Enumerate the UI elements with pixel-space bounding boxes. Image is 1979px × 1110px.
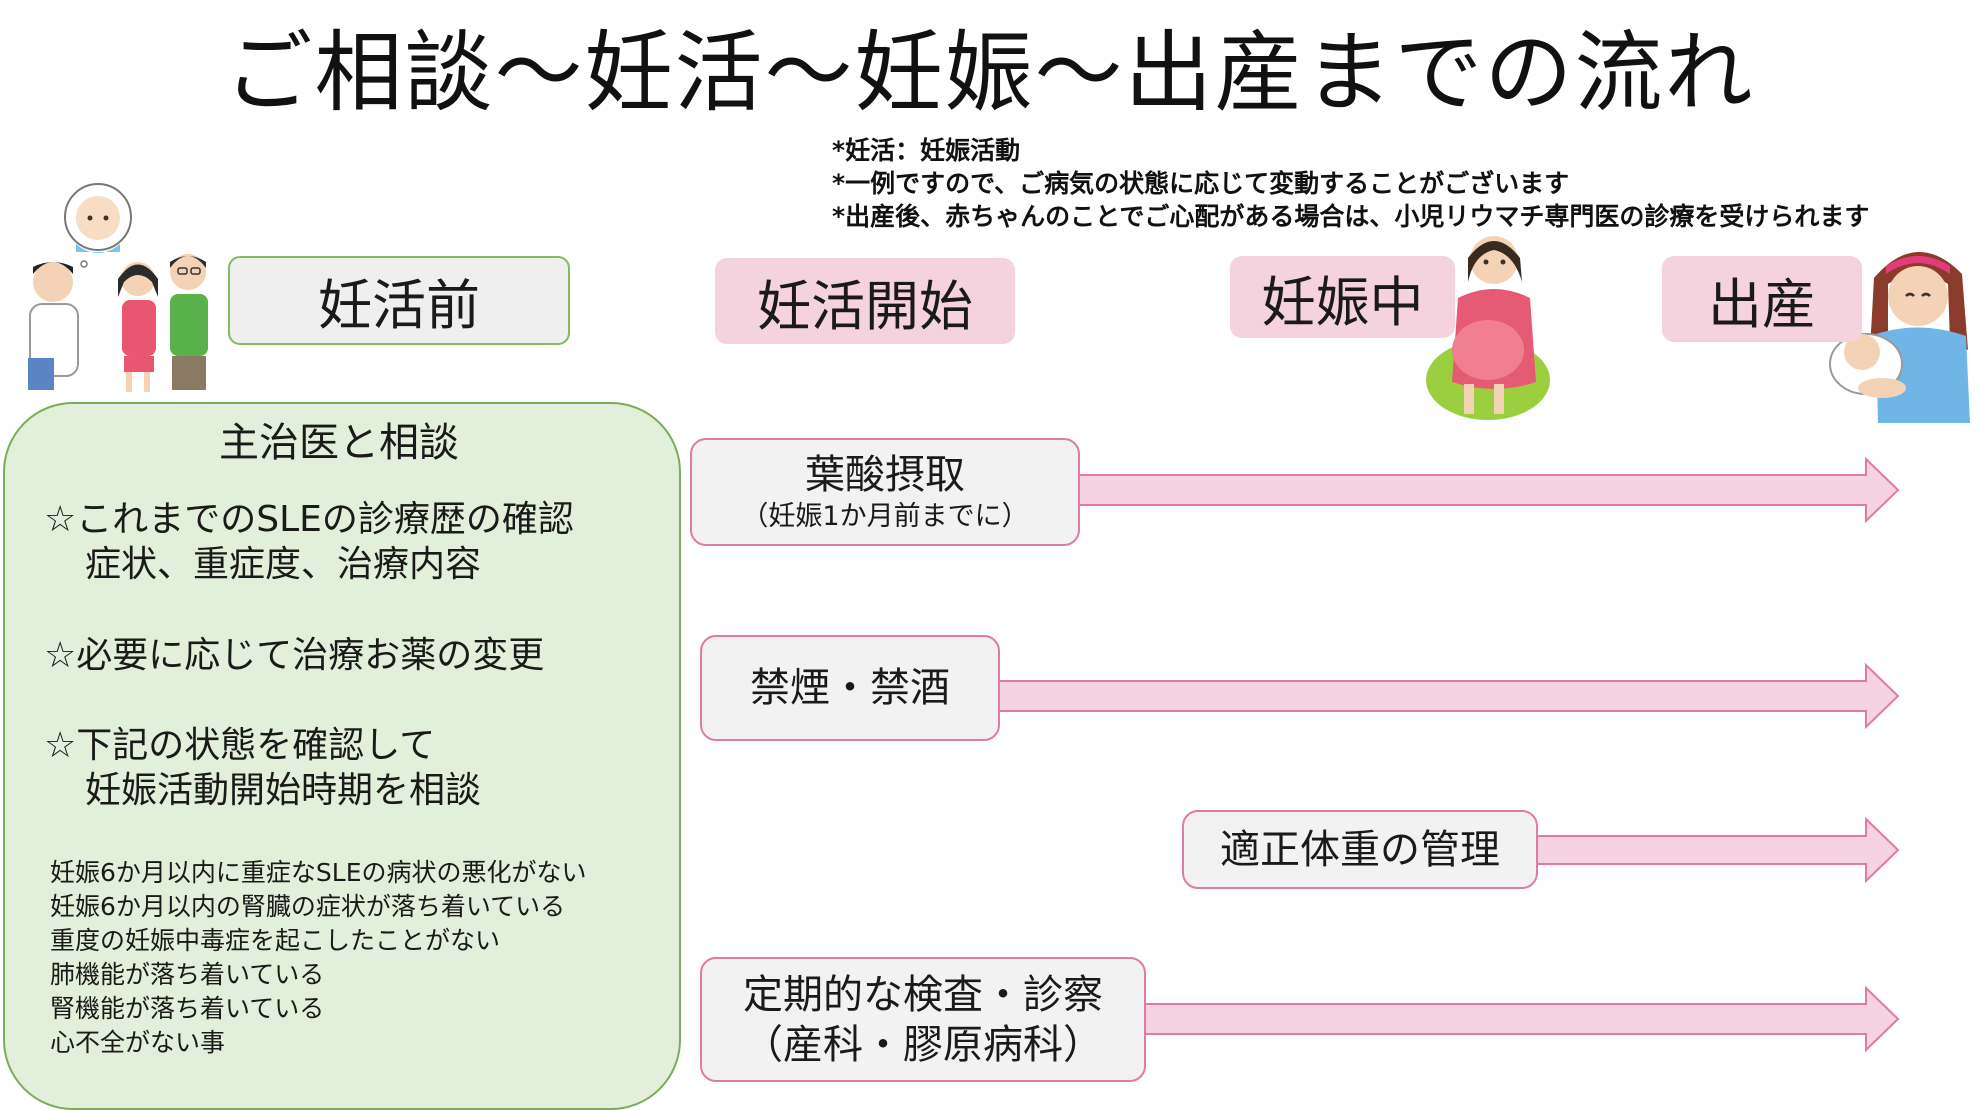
condition-item: 妊娠6か月以内に重症なSLEの病状の悪化がない: [50, 858, 587, 887]
condition-item: 心不全がない事: [50, 1028, 226, 1057]
consultation-panel: [3, 402, 681, 1110]
note-line: *出産後、赤ちゃんのことでご心配がある場合は、小児リウマチ専門医の診療を受けられ…: [832, 202, 1870, 231]
conditions-list: 妊娠6か月以内に重症なSLEの病状の悪化がない 妊娠6か月以内の腎臓の症状が落ち…: [50, 856, 587, 1060]
panel-heading: 主治医と相談: [219, 420, 459, 466]
phase-before-label: 妊活前: [228, 256, 570, 345]
phase-birth-label: 出産: [1662, 256, 1862, 342]
step-folic-acid-label: 葉酸摂取: [805, 452, 965, 498]
step-weight-management: 適正体重の管理: [1182, 810, 1538, 889]
regular-checkup-arrow: [1141, 985, 1900, 1053]
step-folic-acid: 葉酸摂取 （妊娠1か月前までに）: [690, 438, 1080, 546]
folic-acid-arrow: [1069, 456, 1900, 524]
step-no-smoking-drinking-label: 禁煙・禁酒: [750, 665, 950, 711]
consultation-family-icon: [28, 183, 208, 392]
step-regular-checkup-note: （産科・膠原病科）: [743, 1021, 1103, 1068]
condition-item: 重度の妊娠中毒症を起こしたことがない: [50, 926, 501, 955]
note-line: *妊活：妊娠活動: [832, 136, 1021, 165]
panel-item: ☆これまでのSLEの診療歴の確認: [44, 499, 574, 540]
nurse-with-baby-icon: [1829, 251, 1970, 423]
no-smoking-drinking-arrow: [994, 662, 1900, 730]
weight-management-arrow: [1534, 816, 1900, 884]
step-regular-checkup-label: 定期的な検査・診察: [743, 971, 1103, 1018]
panel-item-detail: 妊娠活動開始時期を相談: [85, 770, 482, 811]
panel-item: ☆下記の状態を確認して: [44, 725, 436, 766]
step-regular-checkup: 定期的な検査・診察 （産科・膠原病科）: [700, 957, 1146, 1082]
step-weight-management-label: 適正体重の管理: [1220, 826, 1500, 873]
phase-start-label: 妊活開始: [715, 258, 1015, 344]
pregnant-woman-icon: [1426, 236, 1550, 420]
note-line: *一例ですので、ご病気の状態に応じて変動することがございます: [832, 169, 1570, 198]
page-title: ご相談〜妊活〜妊娠〜出産までの流れ: [224, 21, 1755, 124]
condition-item: 肺機能が落ち着いている: [50, 960, 325, 989]
step-no-smoking-drinking: 禁煙・禁酒: [700, 635, 1000, 741]
panel-item: ☆必要に応じて治療お薬の変更: [44, 635, 545, 676]
step-folic-acid-note: （妊娠1か月前までに）: [741, 501, 1029, 532]
condition-item: 妊娠6か月以内の腎臓の症状が落ち着いている: [50, 892, 566, 921]
panel-item-detail: 症状、重症度、治療内容: [85, 544, 482, 585]
phase-pregnancy-label: 妊娠中: [1230, 256, 1455, 338]
condition-item: 腎機能が落ち着いている: [50, 994, 325, 1023]
notes: *妊活：妊娠活動 *一例ですので、ご病気の状態に応じて変動することがございます …: [832, 134, 1869, 233]
